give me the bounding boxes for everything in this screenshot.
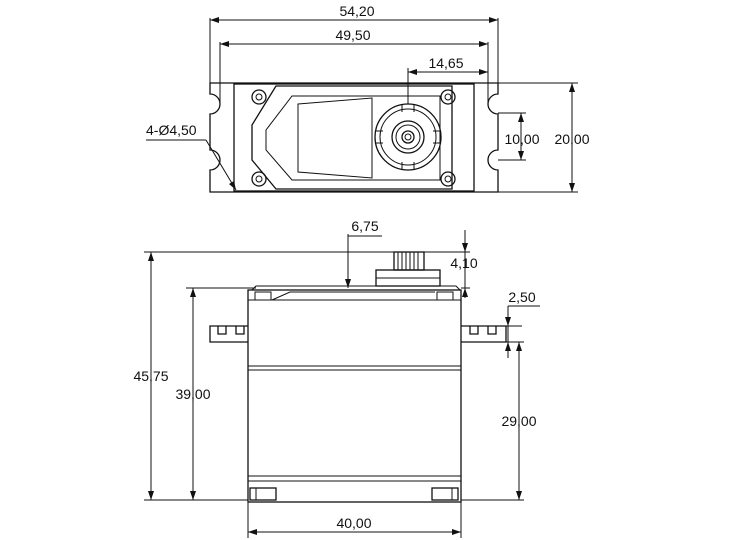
output-shaft-hub	[374, 103, 442, 171]
foot-right	[431, 487, 459, 501]
dim-flange-height: 29,00	[501, 413, 536, 429]
dim-overall-width: 54,20	[339, 3, 374, 19]
flange-left	[209, 325, 248, 343]
dim-flange-thickness: 2,50	[508, 289, 535, 305]
screw-top-left	[251, 89, 267, 105]
dim-body-height-side: 39,00	[175, 386, 210, 402]
dim-slot-spacing: 10,00	[504, 131, 539, 147]
dim-body-width: 40,00	[336, 515, 371, 531]
dim-hole-callout: 4-Ø4,50	[146, 122, 197, 138]
top-view-frame	[251, 85, 453, 190]
dim-spline-height: 4,10	[450, 255, 477, 271]
output-spline	[375, 251, 441, 287]
screw-bottom-left	[251, 171, 267, 187]
dim-body-height-top: 20,00	[554, 131, 589, 147]
dim-shaft-offset-top: 14,65	[428, 55, 463, 71]
top-view-case	[233, 83, 475, 192]
screw-bottom-right	[440, 171, 456, 187]
foot-left	[249, 487, 277, 501]
side-view: 6,75 4,10 2,50 29,00 45,75 39,00	[133, 218, 540, 538]
dim-overall-height: 45,75	[133, 368, 168, 384]
dim-shaft-offset-side: 6,75	[351, 218, 378, 234]
screw-top-right	[440, 89, 456, 105]
flange-right	[461, 325, 507, 343]
dim-hole-spacing: 49,50	[335, 27, 370, 43]
top-view: 54,20 49,50 14,65 4-Ø4,50 10,00 20,00	[146, 3, 590, 193]
side-view-case	[247, 289, 462, 503]
